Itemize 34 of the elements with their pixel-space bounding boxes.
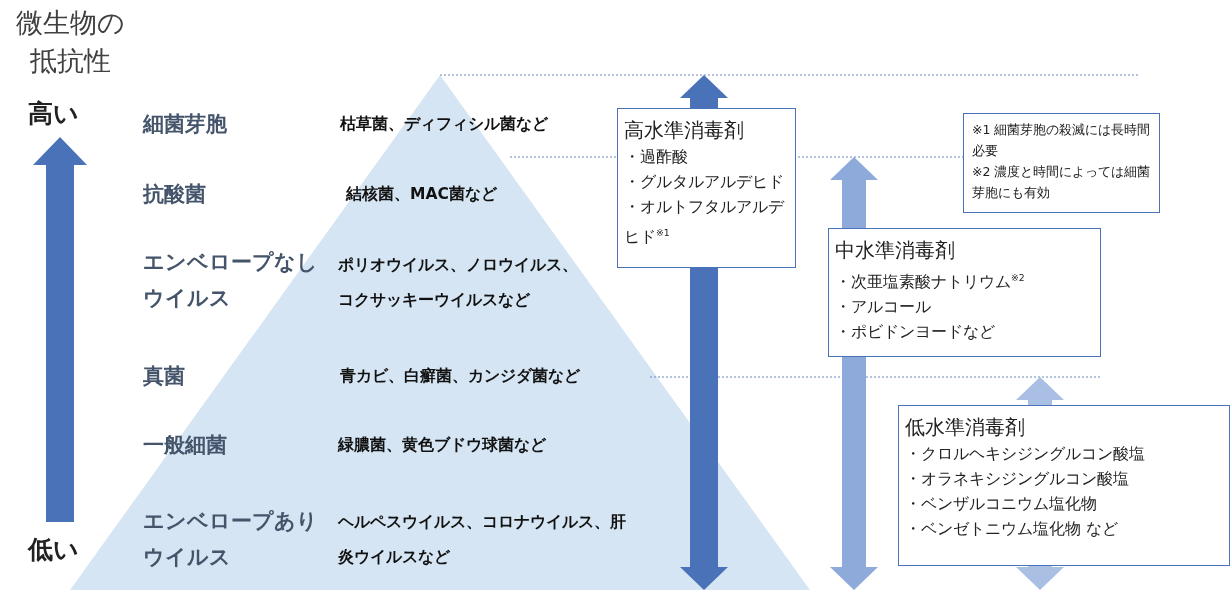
- list-item: ・オルトフタルアルデヒド$^{※1}$: [624, 197, 786, 249]
- category-label: 真菌: [143, 363, 185, 390]
- category-label: 一般細菌: [143, 432, 227, 459]
- disinfectant-box: [617, 108, 796, 268]
- example-text: 青カビ、白癬菌、カンジダ菌など: [340, 366, 580, 387]
- example-text: 緑膿菌、黄色ブドウ球菌など: [338, 435, 546, 456]
- category-label: エンベロープありウイルス: [143, 508, 319, 571]
- category-label: エンベロープなしウイルス: [143, 249, 319, 312]
- list-item: ・オラネキシジングルコン酸塩: [905, 469, 1130, 490]
- box-heading: 低水準消毒剤: [905, 414, 1026, 441]
- example-text: 結核菌、MAC菌など: [346, 184, 497, 205]
- disinfectant-box: [898, 405, 1230, 566]
- list-item: ・ポビドンヨードなど: [835, 322, 996, 344]
- note-box: [963, 113, 1160, 213]
- axis-end-label: 高い: [28, 98, 79, 130]
- example-text: ヘルペスウイルス、コロナウイルス、肝炎ウイルスなど: [338, 512, 627, 568]
- note-text: ※2 濃度と時間によっては細菌芽胞にも有効: [972, 163, 1151, 202]
- example-text: ポリオウイルス、ノロウイルス、コクサッキーウイルスなど: [338, 255, 579, 311]
- list-item: ・グルタルアルデヒド: [624, 172, 785, 193]
- box-heading: 高水準消毒剤: [624, 117, 745, 144]
- note-text: ※1 細菌芽胞の殺滅には長時間必要: [972, 121, 1151, 160]
- disinfectant-box: [828, 228, 1101, 357]
- list-item: ・アルコール: [835, 297, 932, 319]
- example-text: 枯草菌、ディフィシル菌など: [340, 114, 548, 135]
- list-item: ・クロルヘキシジングルコン酸塩: [905, 444, 1146, 465]
- axis-title: 微生物の抵抗性: [14, 6, 126, 78]
- box-heading: 中水準消毒剤: [835, 237, 956, 264]
- list-item: ・ベンゼトニウム塩化物 など: [905, 519, 1119, 540]
- axis-end-label: 低い: [28, 534, 79, 566]
- category-label: 抗酸菌: [143, 181, 206, 208]
- category-label: 細菌芽胞: [143, 111, 227, 138]
- list-item: ・次亜塩素酸ナトリウム$^{※2}$: [835, 271, 1026, 294]
- list-item: ・ベンザルコニウム塩化物: [905, 494, 1098, 515]
- list-item: ・過酢酸: [624, 147, 689, 168]
